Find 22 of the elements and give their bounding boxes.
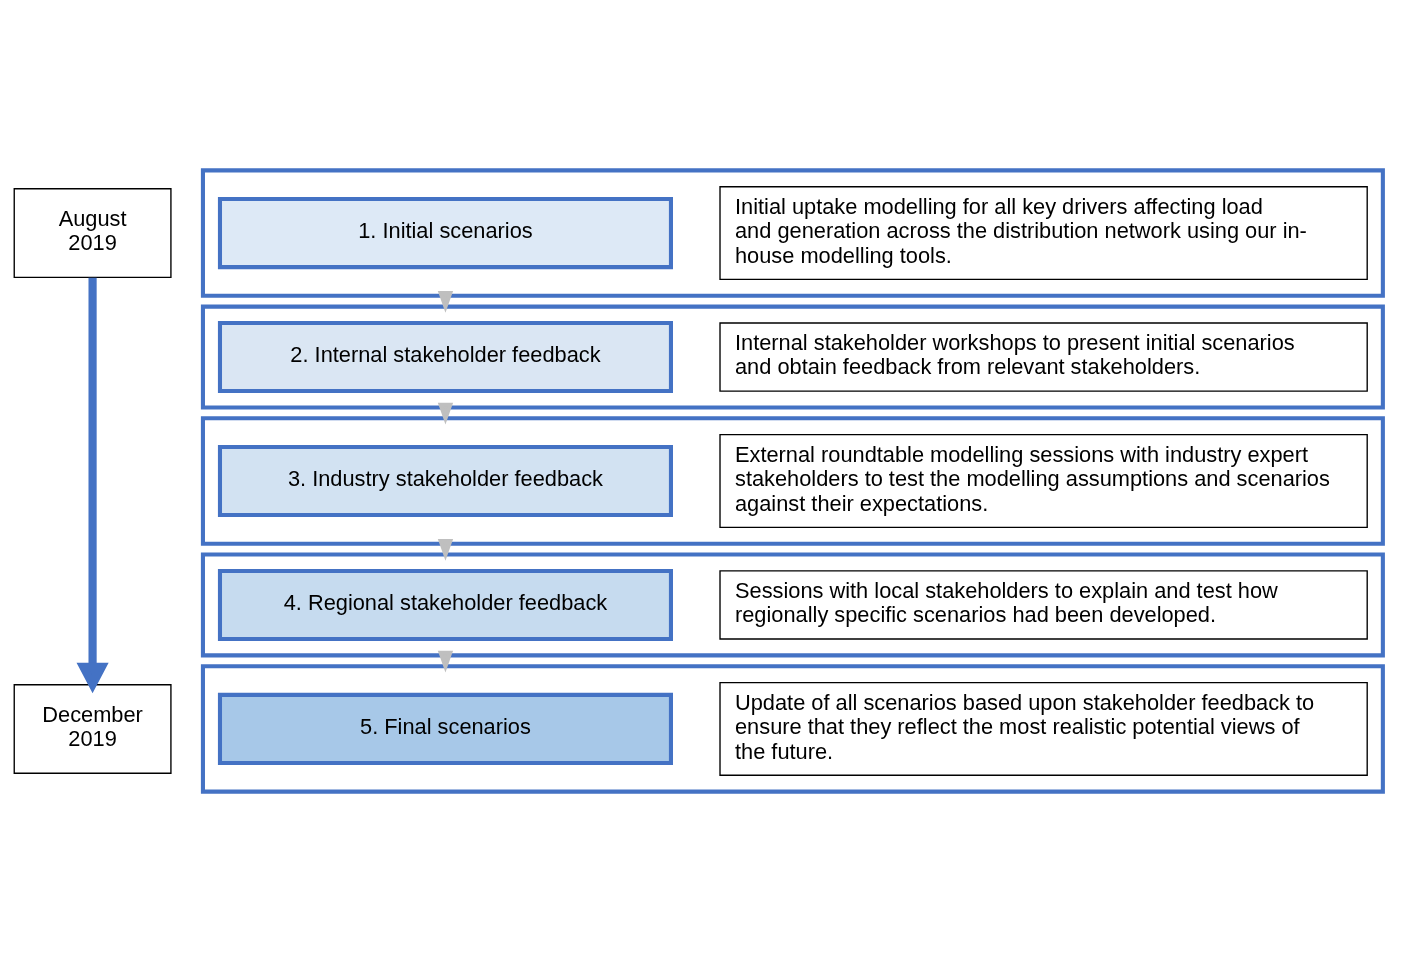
node-box: Initial uptake modelling for all key drivers affecting load and generation across the distribution network using our in-house modelling tools. <box>719 186 1368 281</box>
node-box: External roundtable modelling sessions with industry expert stakeholders to test the modelling assumptions and scenarios against their expectations. <box>719 434 1368 528</box>
node-box: Update of all scenarios based upon stakeholder feedback to ensure that they reflect the most realistic potential views of the future. <box>719 681 1368 776</box>
arrow <box>437 402 454 425</box>
cluster <box>200 416 1385 546</box>
node-box: 4. Regional stakeholder feedback <box>217 568 673 642</box>
cluster <box>200 304 1385 410</box>
node-box: 2. Internal stakeholder feedback <box>217 320 673 394</box>
node-box: December 2019 <box>13 684 172 774</box>
arrow <box>437 650 454 673</box>
arrow <box>437 538 454 561</box>
node-box: 3. Industry stakeholder feedback <box>217 444 673 518</box>
arrow <box>76 277 109 694</box>
node-box: 1. Initial scenarios <box>217 196 673 270</box>
node-box: Sessions with local stakeholders to explain and test how regionally specific scenarios had been developed. <box>719 570 1368 640</box>
cluster <box>200 168 1385 298</box>
cluster <box>200 664 1385 794</box>
node-box: August 2019 <box>13 188 172 278</box>
arrow <box>437 290 454 313</box>
cluster <box>200 552 1385 658</box>
node-box: Internal stakeholder workshops to present initial scenarios and obtain feedback from relevant stakeholders. <box>719 322 1368 392</box>
node-box: 5. Final scenarios <box>217 692 673 766</box>
